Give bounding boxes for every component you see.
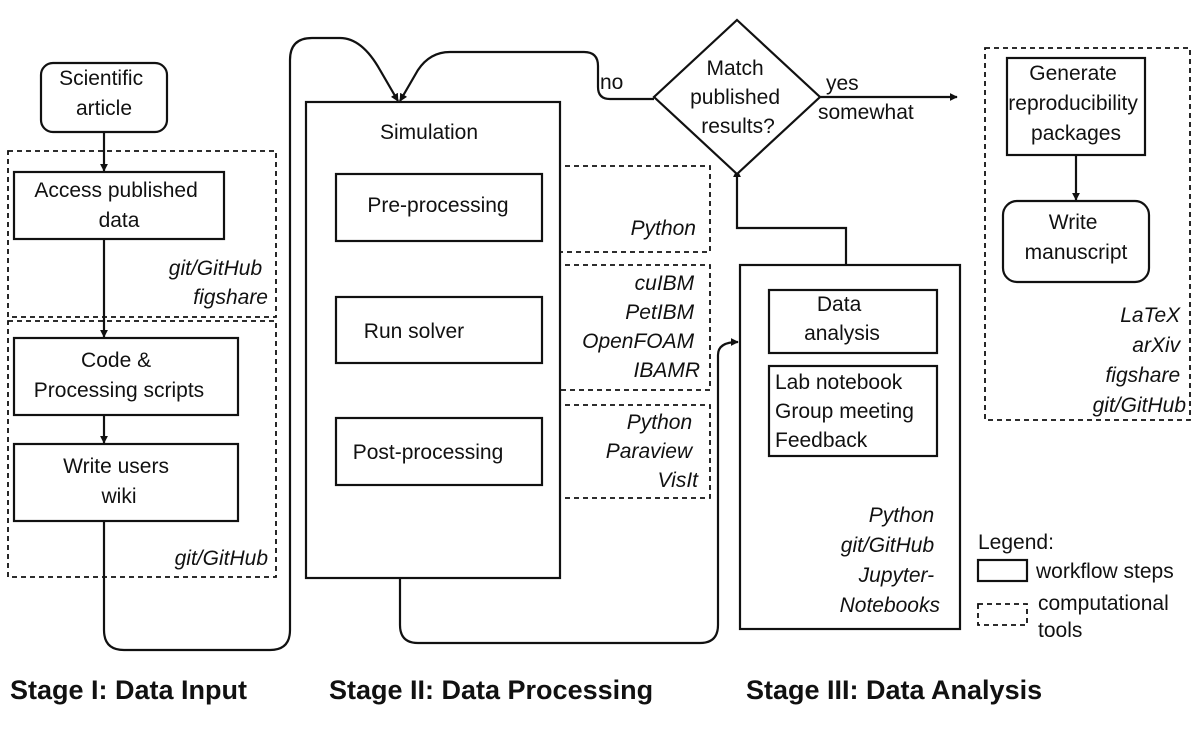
generate-packages-box — [1005, 56, 1147, 157]
code-label: Code & Processing scripts — [34, 349, 204, 402]
legend-computational-label: computational tools — [1038, 592, 1175, 642]
preprocessing-box — [334, 172, 544, 243]
lab-notebook-box — [767, 364, 939, 458]
solver-tools-label: cuIBM PetIBM OpenFOAM IBAMR — [582, 272, 700, 382]
stage-two-title: Stage II: Data Processing — [329, 675, 653, 705]
legend-title: Legend: — [978, 531, 1054, 554]
analysis-tools-label: Python git/GitHub Jupyter- Notebooks — [840, 504, 941, 617]
preprocessing-tools-label: Python — [631, 217, 696, 240]
data-analysis-box — [767, 288, 939, 355]
article-label: Scientific article — [59, 67, 149, 120]
edge-wiki-simulation — [102, 36, 399, 652]
edge-analysis-decision — [733, 169, 848, 265]
write-manuscript-label: Write manuscript — [1025, 211, 1128, 264]
wiki-label: Write users wiki — [63, 455, 175, 508]
edge-label-yes: yes somewhat — [818, 72, 914, 124]
legend-solid-swatch — [976, 558, 1029, 583]
code-tools-region — [7, 320, 277, 578]
postprocessing-tools-label: Python Paraview VisIt — [606, 411, 699, 492]
write-wiki-box — [12, 442, 240, 523]
generate-packages-label: Generate reproducibility packages — [1008, 62, 1143, 145]
legend-dashed-swatch — [977, 603, 1028, 626]
stage-three-title: Stage III: Data Analysis — [746, 675, 1042, 705]
decision-diamond — [652, 18, 822, 176]
write-manuscript-box — [1001, 199, 1151, 284]
access-label: Access published data — [34, 179, 203, 232]
stage-one-title: Stage I: Data Input — [10, 675, 247, 705]
decision-label: Match published results? — [690, 57, 786, 138]
run-solver-box — [334, 295, 544, 365]
data-analysis-label: Data analysis — [804, 293, 880, 345]
code-tools-label: git/GitHub — [175, 547, 269, 570]
edge-label-no: no — [600, 71, 623, 94]
edge-no-loop — [399, 50, 654, 102]
scientific-article-box — [39, 61, 169, 134]
code-scripts-box — [12, 336, 240, 417]
preprocessing-label: Pre-processing — [367, 194, 508, 217]
access-tools-region — [7, 150, 277, 318]
publish-tools-label: LaTeX arXiv figshare git/GitHub — [1093, 304, 1187, 417]
legend-workflow-label: workflow steps — [1035, 560, 1174, 583]
access-tools-label: git/GitHub figshare — [169, 257, 268, 309]
publish-tools-region — [984, 47, 1191, 421]
lab-notebook-label: Lab notebook Group meeting Feedback — [775, 371, 920, 452]
access-data-box — [12, 170, 226, 241]
edge-simulation-analysis — [398, 338, 739, 645]
postprocessing-label: Post-processing — [353, 441, 504, 464]
simulation-label: Simulation — [380, 121, 478, 144]
run-solver-label: Run solver — [364, 320, 464, 343]
postprocessing-box — [334, 416, 544, 487]
